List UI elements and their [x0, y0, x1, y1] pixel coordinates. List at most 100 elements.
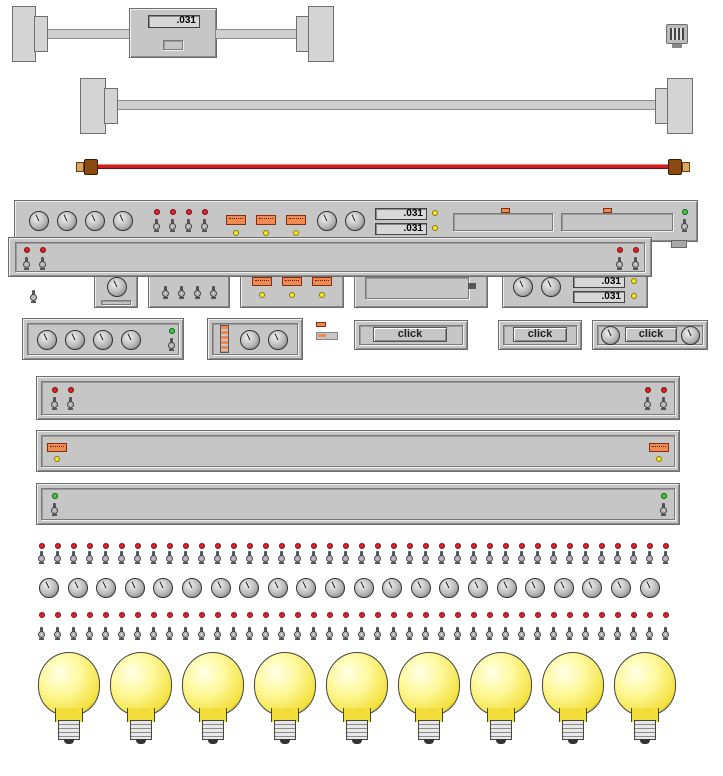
toggle-switch-icon[interactable]	[150, 551, 157, 564]
toggle-switch-icon[interactable]	[582, 627, 589, 640]
toggle-switch-icon[interactable]	[182, 627, 189, 640]
toggle-switch-icon[interactable]	[566, 551, 573, 564]
rotary-knob-icon[interactable]	[239, 578, 260, 598]
toggle-switch-icon[interactable]	[38, 551, 45, 564]
toggle-switch-icon[interactable]	[67, 397, 74, 410]
jack-orange[interactable]	[286, 215, 306, 225]
toggle-switch-icon[interactable]	[326, 627, 333, 640]
rotary-knob-icon[interactable]	[124, 578, 145, 598]
toggle-switch-icon[interactable]	[566, 627, 573, 640]
rotary-knob-icon[interactable]	[29, 211, 49, 231]
rotary-knob-icon[interactable]	[601, 326, 620, 345]
toggle-switch-icon[interactable]	[630, 627, 637, 640]
toggle-switch-icon[interactable]	[246, 627, 253, 640]
toggle-switch-icon[interactable]	[182, 551, 189, 564]
rotary-knob-icon[interactable]	[153, 578, 174, 598]
toggle-switch-icon[interactable]	[486, 551, 493, 564]
toggle-switch-icon[interactable]	[153, 219, 160, 232]
toggle-switch-icon[interactable]	[614, 627, 621, 640]
toggle-switch-icon[interactable]	[294, 627, 301, 640]
toggle-switch-icon[interactable]	[54, 627, 61, 640]
toggle-switch-icon[interactable]	[54, 551, 61, 564]
toggle-switch-icon[interactable]	[630, 551, 637, 564]
toggle-switch-icon[interactable]	[422, 627, 429, 640]
toggle-switch-icon[interactable]	[582, 551, 589, 564]
rotary-knob-icon[interactable]	[611, 578, 631, 598]
toggle-switch-icon[interactable]	[198, 627, 205, 640]
rotary-knob-icon[interactable]	[582, 578, 603, 598]
toggle-switch-icon[interactable]	[51, 397, 58, 410]
toggle-switch-icon[interactable]	[662, 551, 669, 564]
toggle-switch-icon[interactable]	[70, 551, 77, 564]
rotary-knob-icon[interactable]	[325, 578, 345, 598]
toggle-switch-icon[interactable]	[614, 551, 621, 564]
toggle-switch-icon[interactable]	[646, 551, 653, 564]
rotary-knob-icon[interactable]	[96, 578, 117, 598]
toggle-switch-icon[interactable]	[326, 551, 333, 564]
rotary-knob-icon[interactable]	[85, 211, 105, 231]
toggle-switch-icon[interactable]	[342, 551, 349, 564]
toggle-switch-icon[interactable]	[534, 627, 541, 640]
rotary-knob-icon[interactable]	[240, 330, 260, 350]
rotary-knob-icon[interactable]	[296, 578, 317, 598]
toggle-switch-icon[interactable]	[390, 627, 397, 640]
toggle-switch-icon[interactable]	[390, 551, 397, 564]
rotary-knob-icon[interactable]	[639, 578, 660, 598]
toggle-switch-icon[interactable]	[660, 397, 667, 410]
toggle-switch-icon[interactable]	[118, 627, 125, 640]
toggle-switch-icon[interactable]	[230, 551, 237, 564]
jack-orange[interactable]	[226, 215, 246, 225]
rotary-knob-icon[interactable]	[553, 578, 574, 598]
toggle-switch-icon[interactable]	[118, 551, 125, 564]
toggle-switch-icon[interactable]	[262, 627, 269, 640]
toggle-switch-icon[interactable]	[518, 627, 525, 640]
toggle-switch-icon[interactable]	[550, 551, 557, 564]
toggle-switch-icon[interactable]	[406, 627, 413, 640]
toggle-switch-icon[interactable]	[632, 257, 639, 270]
jack-orange[interactable]	[312, 277, 332, 286]
jack-orange[interactable]	[47, 443, 67, 452]
toggle-switch-icon[interactable]	[39, 257, 46, 270]
toggle-switch-icon[interactable]	[438, 627, 445, 640]
rotary-knob-icon[interactable]	[439, 578, 460, 598]
toggle-switch-icon[interactable]	[166, 551, 173, 564]
toggle-switch-icon[interactable]	[38, 627, 45, 640]
rotary-knob-icon[interactable]	[57, 211, 77, 231]
toggle-switch-icon[interactable]	[194, 286, 201, 299]
rotary-knob-icon[interactable]	[468, 578, 488, 598]
toggle-switch-icon[interactable]	[502, 551, 509, 564]
rotary-knob-icon[interactable]	[93, 330, 113, 350]
toggle-switch-icon[interactable]	[185, 219, 192, 232]
toggle-switch-icon[interactable]	[598, 551, 605, 564]
toggle-switch-icon[interactable]	[534, 551, 541, 564]
rotary-knob-icon[interactable]	[182, 578, 202, 598]
toggle-switch-icon[interactable]	[169, 219, 176, 232]
toggle-switch-icon[interactable]	[51, 503, 58, 516]
toggle-switch-icon[interactable]	[342, 627, 349, 640]
toggle-switch-icon[interactable]	[662, 627, 669, 640]
rotary-knob-icon[interactable]	[65, 330, 85, 350]
rotary-knob-icon[interactable]	[353, 578, 374, 598]
toggle-switch-icon[interactable]	[102, 627, 109, 640]
jack-orange[interactable]	[649, 443, 669, 452]
rotary-knob-icon[interactable]	[681, 326, 700, 345]
toggle-switch-icon[interactable]	[502, 627, 509, 640]
toggle-switch-icon[interactable]	[30, 290, 37, 303]
toggle-switch-icon[interactable]	[486, 627, 493, 640]
rotary-knob-icon[interactable]	[267, 578, 288, 598]
rotary-knob-icon[interactable]	[382, 578, 403, 598]
toggle-switch-icon[interactable]	[294, 551, 301, 564]
toggle-switch-icon[interactable]	[422, 551, 429, 564]
toggle-switch-icon[interactable]	[681, 219, 688, 232]
toggle-switch-icon[interactable]	[598, 627, 605, 640]
jack-orange[interactable]	[252, 277, 272, 286]
rotary-knob-icon[interactable]	[317, 211, 337, 231]
toggle-switch-icon[interactable]	[70, 627, 77, 640]
toggle-switch-icon[interactable]	[230, 627, 237, 640]
toggle-switch-icon[interactable]	[166, 627, 173, 640]
toggle-switch-icon[interactable]	[358, 551, 365, 564]
toggle-switch-icon[interactable]	[358, 627, 365, 640]
toggle-switch-icon[interactable]	[214, 551, 221, 564]
toggle-switch-icon[interactable]	[518, 551, 525, 564]
click-button-2[interactable]: click	[513, 327, 567, 342]
